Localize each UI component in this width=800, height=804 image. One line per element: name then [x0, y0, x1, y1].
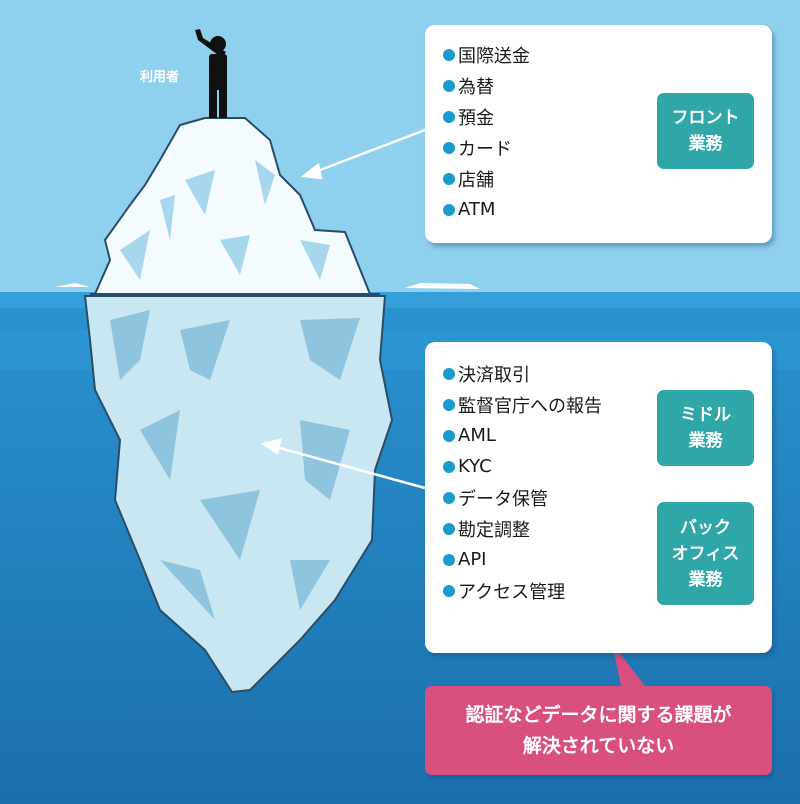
bullet-icon: [443, 460, 455, 473]
user-label: 利用者: [140, 70, 180, 85]
list-item: カード: [443, 132, 530, 163]
bullet-icon: [443, 110, 455, 123]
list-item: 店舗: [443, 163, 530, 194]
front-office-badge: フロント 業務: [657, 93, 754, 169]
bullet-icon: [443, 584, 455, 597]
bullet-icon: [443, 553, 455, 566]
bullet-icon: [443, 429, 455, 442]
list-item: 為替: [443, 70, 530, 101]
arrow-to-front: [300, 128, 426, 180]
ice-floe: [405, 283, 480, 289]
list-item: KYC: [443, 451, 602, 482]
list-item: データ保管: [443, 482, 602, 513]
list-item: 決済取引: [443, 358, 602, 389]
arrow-to-underwater: [261, 438, 426, 490]
ice-floe: [55, 283, 90, 287]
bullet-icon: [443, 79, 455, 92]
bullet-icon: [443, 367, 455, 380]
bullet-icon: [443, 48, 455, 61]
list-item: ATM: [443, 194, 530, 225]
middle-back-office-box: 決済取引 監督官庁への報告 AML KYC データ保管 勘定調整 API アクセ…: [425, 342, 772, 653]
front-office-list: 国際送金 為替 預金 カード 店舗 ATM: [443, 39, 530, 225]
callout-tail: [612, 643, 648, 690]
bullet-icon: [443, 141, 455, 154]
bullet-icon: [443, 398, 455, 411]
list-item: 勘定調整: [443, 513, 602, 544]
list-item: AML: [443, 420, 602, 451]
list-item: API: [443, 544, 602, 575]
middle-back-office-list: 決済取引 監督官庁への報告 AML KYC データ保管 勘定調整 API アクセ…: [443, 358, 602, 606]
front-office-box: 国際送金 為替 預金 カード 店舗 ATM フロント 業務: [425, 25, 772, 243]
bullet-icon: [443, 172, 455, 185]
list-item: 預金: [443, 101, 530, 132]
issue-callout: 認証などデータに関する課題が 解決されていない: [425, 686, 772, 775]
middle-office-badge: ミドル 業務: [657, 390, 754, 466]
user-figure-icon: [195, 29, 227, 118]
back-office-badge: バック オフィス 業務: [657, 502, 754, 605]
bullet-icon: [443, 491, 455, 504]
list-item: アクセス管理: [443, 575, 602, 606]
list-item: 国際送金: [443, 39, 530, 70]
bullet-icon: [443, 203, 455, 216]
bullet-icon: [443, 522, 455, 535]
list-item: 監督官庁への報告: [443, 389, 602, 420]
